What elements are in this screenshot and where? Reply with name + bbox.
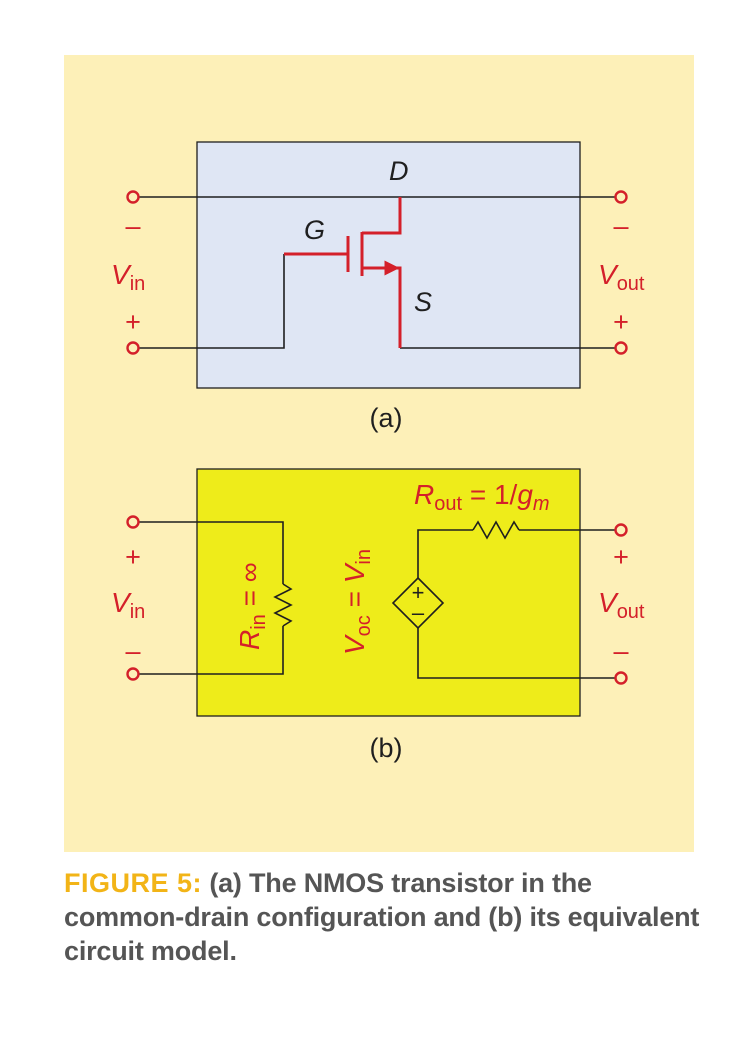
gate-label: G — [304, 215, 325, 245]
rout-resistor — [472, 520, 520, 540]
rout-sub: out — [434, 493, 462, 515]
vout-sign-bottom: + — [613, 307, 629, 337]
rin-sub: in — [248, 614, 270, 630]
vout-sub: out — [617, 273, 645, 295]
rout-main: R — [414, 479, 434, 510]
vin-b-main: V — [111, 587, 132, 618]
figure-caption: FIGURE 5: (a) The NMOS transistor in the… — [64, 866, 704, 968]
vin-b-terminal-top — [126, 515, 140, 529]
panel-a-label: (a) — [370, 403, 403, 433]
rout-eq: = 1/ — [462, 479, 517, 510]
vout-sign-top: – — [613, 211, 628, 241]
voc-sub: oc — [353, 615, 375, 636]
source-minus-sign: – — [412, 600, 425, 625]
voc-val-main: V — [339, 562, 370, 583]
panel-b-label: (b) — [370, 733, 403, 763]
panel-b: + – + Vin – + Vout – Rout = 1/gm Rin = ∞… — [111, 468, 645, 763]
vin-b-sign-bottom: – — [125, 636, 140, 666]
vout-b-terminal-bottom — [614, 671, 628, 685]
output-bottom-wire — [417, 628, 617, 679]
caption-label: FIGURE 5: — [64, 868, 203, 898]
vin-b-sign-top: + — [125, 542, 141, 572]
rin-resistor — [273, 583, 293, 627]
vout-b-terminal-top — [614, 523, 628, 537]
gate-input-wire — [139, 254, 285, 349]
rout-label: Rout = 1/gm — [414, 479, 550, 515]
panel-b-box — [196, 468, 581, 717]
panel-a: D G S – Vin + – Vout + (a) — [111, 141, 645, 433]
source-plus-sign: + — [412, 580, 425, 605]
vin-terminal-top — [126, 190, 140, 204]
input-bottom-wire — [139, 626, 284, 675]
vin-b-terminal-bottom — [126, 667, 140, 681]
rout-m: m — [533, 493, 550, 515]
vin-b-sub: in — [130, 601, 146, 623]
vin-terminal-bottom — [126, 341, 140, 355]
vout-b-sign-top: + — [613, 542, 629, 572]
nmos-transistor — [284, 197, 402, 348]
vin-label: Vin — [111, 259, 145, 295]
voc-main: V — [339, 634, 370, 655]
rin-label: Rin = ∞ — [234, 562, 270, 650]
voc-eq: = — [339, 583, 370, 615]
caption-text: (a) The NMOS transistor in the common-dr… — [64, 868, 700, 966]
vout-b-label: Vout — [598, 587, 645, 623]
source-top-wire — [417, 529, 473, 578]
rin-main: R — [234, 630, 265, 650]
input-top-wire — [139, 521, 284, 584]
voc-val-sub: in — [353, 549, 375, 565]
voc-label: Voc = Vin — [339, 549, 375, 655]
vin-main: V — [111, 259, 132, 290]
vout-terminal-top — [614, 190, 628, 204]
vin-sign-top: – — [125, 211, 140, 241]
drain-label: D — [389, 156, 409, 186]
vin-sign-bottom: + — [125, 307, 141, 337]
vout-terminal-bottom — [614, 341, 628, 355]
vout-b-main: V — [598, 587, 619, 618]
vout-main: V — [598, 259, 619, 290]
vout-b-sub: out — [617, 601, 645, 623]
source-label: S — [414, 287, 432, 317]
drain-lead — [362, 197, 402, 235]
rout-g: g — [517, 479, 533, 510]
dependent-voltage-source — [391, 576, 445, 630]
vin-sub: in — [130, 273, 146, 295]
vout-b-sign-bottom: – — [613, 636, 628, 666]
vin-b-label: Vin — [111, 587, 145, 623]
rin-value: = ∞ — [234, 562, 265, 614]
vout-label: Vout — [598, 259, 645, 295]
